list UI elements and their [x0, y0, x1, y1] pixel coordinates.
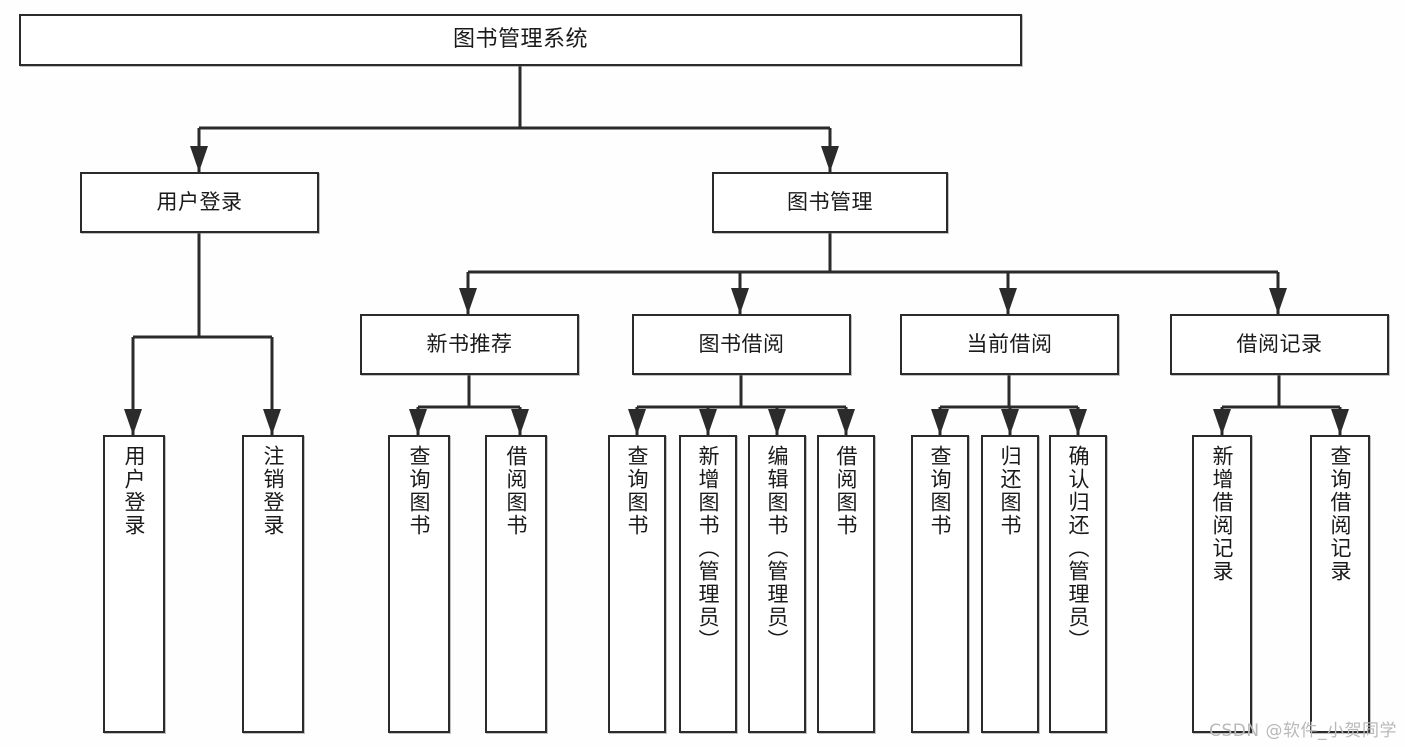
arrowhead-icon — [628, 409, 646, 435]
node-label: 新增借阅记录 — [1210, 445, 1235, 583]
arrowhead-icon — [837, 409, 855, 435]
node-leaf-user-login[interactable]: 用户登录 — [103, 435, 165, 733]
node-leaf-cur-return[interactable]: 归还图书 — [981, 435, 1039, 733]
node-leaf-bk-borrow[interactable]: 借阅图书 — [817, 435, 875, 733]
arrowhead-icon — [409, 409, 427, 435]
node-leaf-bk-edit[interactable]: 编辑图书（管理员） — [748, 435, 806, 733]
node-label: 确认归还（管理员） — [1066, 445, 1091, 652]
node-leaf-bk-add[interactable]: 新增图书（管理员） — [679, 435, 737, 733]
node-bookmgmt[interactable]: 图书管理 — [712, 172, 948, 233]
node-label: 新增图书（管理员） — [696, 445, 721, 652]
node-records[interactable]: 借阅记录 — [1170, 314, 1389, 375]
arrowhead-icon — [1069, 409, 1087, 435]
arrowhead-icon — [263, 409, 281, 435]
arrowhead-icon — [1269, 288, 1287, 314]
arrowhead-icon — [931, 409, 949, 435]
node-leaf-rec-query[interactable]: 查询借阅记录 — [1310, 435, 1370, 733]
node-current[interactable]: 当前借阅 — [900, 314, 1119, 375]
node-leaf-user-logout[interactable]: 注销登录 — [242, 435, 304, 733]
arrowhead-icon — [768, 409, 786, 435]
node-login[interactable]: 用户登录 — [80, 172, 319, 233]
node-label: 查询图书 — [928, 445, 953, 537]
arrowhead-icon — [1213, 409, 1231, 435]
arrowhead-icon — [511, 409, 529, 435]
node-label: 查询图书 — [407, 445, 432, 537]
node-leaf-nb-query[interactable]: 查询图书 — [388, 435, 450, 733]
node-leaf-cur-query[interactable]: 查询图书 — [911, 435, 969, 733]
node-leaf-cur-confirm[interactable]: 确认归还（管理员） — [1049, 435, 1107, 733]
node-leaf-bk-query[interactable]: 查询图书 — [608, 435, 666, 733]
arrowhead-icon — [124, 409, 142, 435]
node-label: 当前借阅 — [966, 332, 1053, 357]
arrowhead-icon — [731, 288, 749, 314]
node-label: 图书管理系统 — [452, 27, 588, 53]
node-label: 编辑图书（管理员） — [765, 445, 790, 652]
csdn-watermark: CSDN @软件_小贺同学 — [1209, 721, 1397, 741]
node-label: 归还图书 — [998, 445, 1023, 537]
node-label: 查询图书 — [625, 445, 650, 537]
arrowhead-icon — [999, 288, 1017, 314]
node-root[interactable]: 图书管理系统 — [19, 14, 1022, 66]
arrowhead-icon — [821, 146, 839, 172]
arrowhead-icon — [699, 409, 717, 435]
node-label: 借阅记录 — [1236, 332, 1323, 357]
node-label: 借阅图书 — [504, 445, 529, 537]
node-label: 用户登录 — [122, 445, 147, 537]
node-label: 图书借阅 — [698, 332, 785, 357]
arrowhead-icon — [459, 288, 477, 314]
node-label: 用户登录 — [156, 190, 243, 215]
node-leaf-rec-add[interactable]: 新增借阅记录 — [1192, 435, 1252, 733]
node-label: 新书推荐 — [426, 332, 513, 357]
node-newbook[interactable]: 新书推荐 — [360, 314, 579, 375]
arrowhead-icon — [1001, 409, 1019, 435]
node-borrow[interactable]: 图书借阅 — [632, 314, 851, 375]
node-leaf-nb-borrow[interactable]: 借阅图书 — [485, 435, 547, 733]
arrowhead-icon — [1331, 409, 1349, 435]
arrowhead-icon — [190, 146, 208, 172]
node-label: 借阅图书 — [834, 445, 859, 537]
node-label: 注销登录 — [261, 445, 286, 537]
node-label: 查询借阅记录 — [1328, 445, 1353, 583]
node-label: 图书管理 — [787, 190, 873, 215]
